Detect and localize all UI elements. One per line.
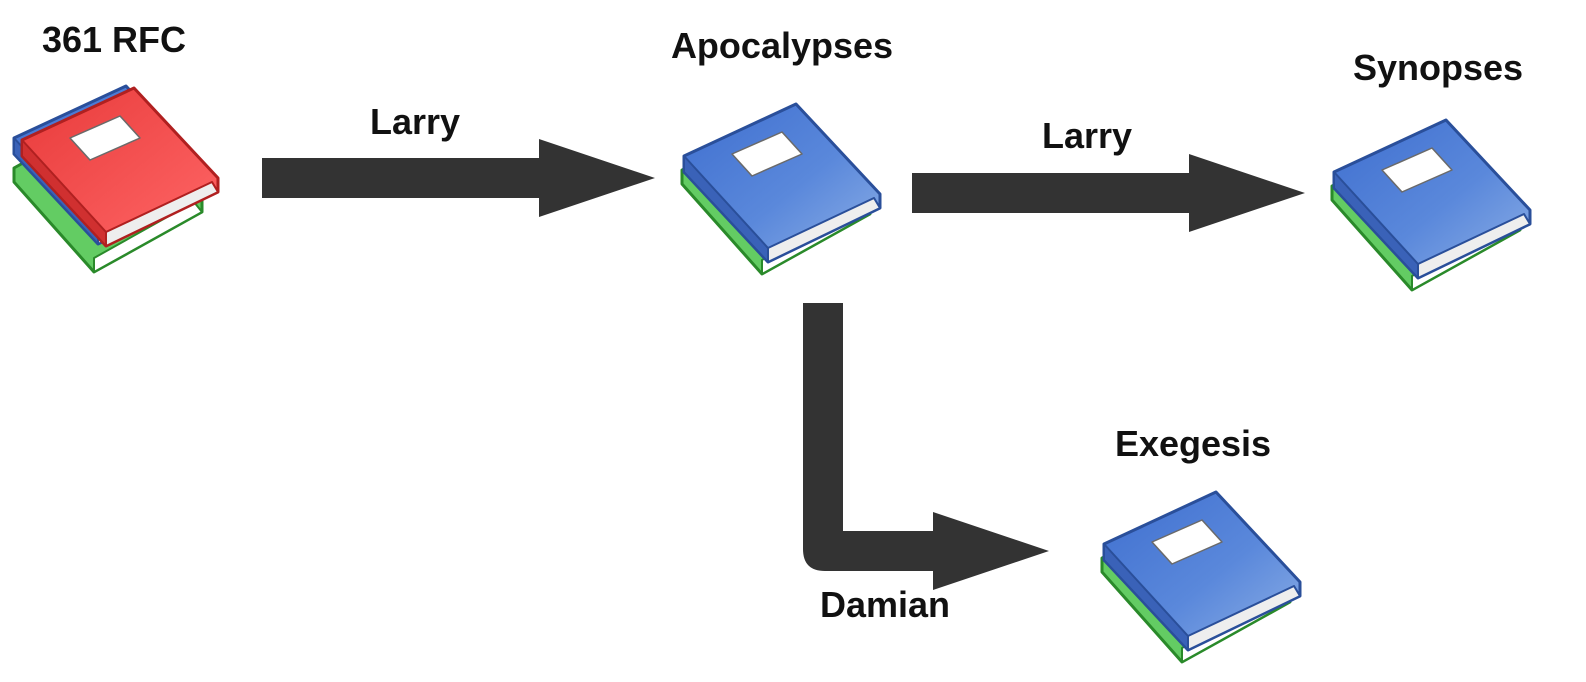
node-rfc: 361 RFC xyxy=(12,19,220,274)
book-stack-red-icon xyxy=(12,84,220,274)
edge-label: Damian xyxy=(820,584,950,625)
node-apocalypses: Apocalypses xyxy=(671,25,893,276)
arrow-elbow-down-right xyxy=(803,303,1049,590)
book-stack-blue-icon xyxy=(1330,118,1532,292)
node-exegesis: Exegesis xyxy=(1100,423,1302,664)
edge-rfc-to-apocalypses: Larry xyxy=(262,101,655,217)
edge-apocalypses-to-synopses: Larry xyxy=(912,115,1305,232)
node-exegesis-label: Exegesis xyxy=(1115,423,1271,464)
edge-label: Larry xyxy=(1042,115,1132,156)
book-stack-blue-icon xyxy=(1100,490,1302,664)
node-synopses: Synopses xyxy=(1330,47,1532,292)
node-synopses-label: Synopses xyxy=(1353,47,1523,88)
book-stack-blue-icon xyxy=(680,102,882,276)
edge-label: Larry xyxy=(370,101,460,142)
edge-apocalypses-to-exegesis: Damian xyxy=(803,303,1049,625)
arrow-right xyxy=(262,139,655,217)
node-rfc-label: 361 RFC xyxy=(42,19,186,60)
node-apocalypses-label: Apocalypses xyxy=(671,25,893,66)
arrow-right xyxy=(912,154,1305,232)
